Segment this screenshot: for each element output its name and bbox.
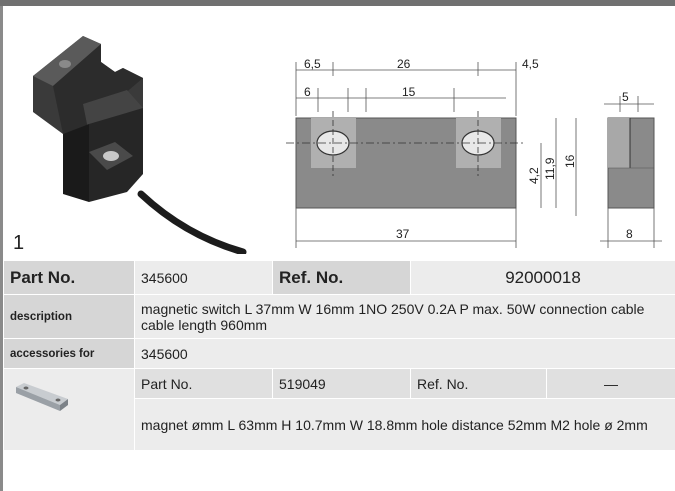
accessory-ref-label: Ref. No. <box>410 368 547 399</box>
dim-4-2: 4,2 <box>527 167 541 184</box>
accessories-row: accessories for 345600 <box>3 338 675 369</box>
part-row: Part No. 345600 Ref. No. 92000018 <box>3 260 675 295</box>
accessory-part-value: 519049 <box>272 368 411 399</box>
accessory-description: magnet ømm L 63mm H 10.7mm W 18.8mm hole… <box>133 398 675 451</box>
accessory-description-row: magnet ømm L 63mm H 10.7mm W 18.8mm hole… <box>4 398 675 451</box>
description-text: magnetic switch L 37mm W 16mm 1NO 250V 0… <box>133 294 675 339</box>
top-border <box>0 0 675 6</box>
dim-15: 15 <box>402 85 416 99</box>
accessory-thumbnail <box>3 368 135 451</box>
accessory-ref-value: — <box>545 368 675 399</box>
description-label: description <box>3 294 135 339</box>
part-no-value: 345600 <box>134 260 273 295</box>
spec-table: Part No. 345600 Ref. No. 92000018 descri… <box>3 260 675 451</box>
figure-number: 1 <box>13 232 25 254</box>
technical-drawing: 6,5 26 4,5 6 15 4,2 11,9 16 37 5 8 <box>286 57 662 248</box>
accessory-part-label: Part No. <box>134 368 273 399</box>
dim-26: 26 <box>397 57 411 71</box>
ref-no-value: 92000018 <box>409 260 675 295</box>
accessories-label: accessories for <box>3 338 135 369</box>
description-row: description magnetic switch L 37mm W 16m… <box>3 294 675 339</box>
dim-37: 37 <box>396 227 410 241</box>
dim-6-5: 6,5 <box>304 57 321 71</box>
product-image-area: 1 6,5 26 4,5 6 15 4,2 11,9 16 <box>3 6 675 260</box>
dim-4-5: 4,5 <box>522 57 539 71</box>
accessory-item-row: Part No. 519049 Ref. No. — <box>3 368 675 451</box>
part-no-label: Part No. <box>3 260 135 295</box>
product-photo <box>33 36 247 254</box>
dim-16: 16 <box>563 154 577 168</box>
dim-8: 8 <box>626 227 633 241</box>
dim-5: 5 <box>622 90 629 104</box>
dim-11-9: 11,9 <box>543 157 557 180</box>
dim-6: 6 <box>304 85 311 99</box>
accessories-value: 345600 <box>133 338 675 369</box>
left-border <box>0 6 3 491</box>
ref-no-label: Ref. No. <box>272 260 411 295</box>
magnet-image <box>16 383 68 411</box>
